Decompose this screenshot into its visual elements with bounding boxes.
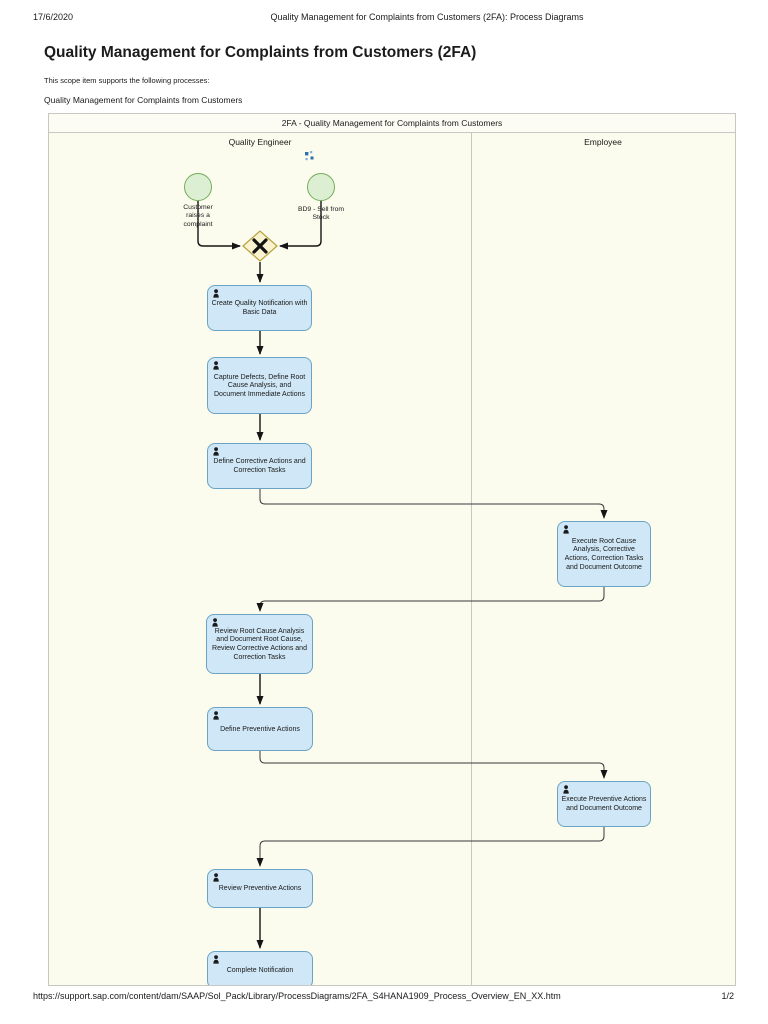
page-title: Quality Management for Complaints from C… xyxy=(44,44,477,61)
process-name-text: Quality Management for Complaints from C… xyxy=(44,95,243,105)
start-event-label: BD9 - Sell from Stock xyxy=(297,206,345,222)
lane-divider xyxy=(471,133,472,985)
task-execute-preventive-actions: Execute Preventive Actions and Document … xyxy=(557,781,651,827)
lane-label-employee: Employee xyxy=(584,137,622,147)
task-create-quality-notification: Create Quality Notification with Basic D… xyxy=(207,285,312,331)
person-icon xyxy=(213,955,219,964)
task-review-root-cause-analysis: Review Root Cause Analysis and Document … xyxy=(206,614,313,674)
task-complete-notification: Complete Notification xyxy=(207,951,313,985)
task-label: Capture Defects, Define Root Cause Analy… xyxy=(213,373,306,398)
task-label: Review Preventive Actions xyxy=(218,885,302,893)
exclusive-gateway xyxy=(242,230,278,262)
task-execute-root-cause-analysis: Execute Root Cause Analysis, Corrective … xyxy=(557,521,651,587)
person-icon xyxy=(563,785,569,794)
print-header-date: 17/6/2020 xyxy=(33,12,74,22)
task-define-preventive-actions: Define Preventive Actions xyxy=(207,707,313,751)
task-label: Define Corrective Actions and Correction… xyxy=(213,458,306,474)
bpmn-diagram: 2FA - Quality Management for Complaints … xyxy=(48,113,736,986)
task-define-corrective-actions: Define Corrective Actions and Correction… xyxy=(207,443,312,489)
gateway-x-icon xyxy=(252,238,268,254)
footer-page-number: 1/2 xyxy=(721,991,734,1001)
page-subtitle: This scope item supports the following p… xyxy=(44,76,210,85)
task-label: Execute Root Cause Analysis, Corrective … xyxy=(564,537,644,571)
start-event-label: Customer raises a complaint xyxy=(183,204,213,228)
linked-process-icon xyxy=(305,151,314,161)
lane-label-quality-engineer: Quality Engineer xyxy=(228,137,292,147)
task-label: Complete Notification xyxy=(226,966,294,974)
footer-url: https://support.sap.com/content/dam/SAAP… xyxy=(33,991,561,1001)
start-event-customer-complaint xyxy=(184,173,212,201)
person-icon xyxy=(212,618,218,627)
task-label: Review Root Cause Analysis and Document … xyxy=(212,627,307,661)
flow-execute-preventive-to-review-preventive xyxy=(256,827,605,867)
person-icon xyxy=(213,361,219,370)
person-icon xyxy=(213,873,219,882)
flow-execute-rc-to-review-rc xyxy=(256,587,605,612)
task-review-preventive-actions: Review Preventive Actions xyxy=(207,869,313,908)
person-icon xyxy=(213,447,219,456)
person-icon xyxy=(213,711,219,720)
flow-define-corrective-to-execute-rc xyxy=(259,489,608,519)
person-icon xyxy=(213,289,219,298)
person-icon xyxy=(563,525,569,534)
pool-title: 2FA - Quality Management for Complaints … xyxy=(49,114,735,133)
flow-define-preventive-to-execute-preventive xyxy=(259,751,608,779)
task-capture-defects: Capture Defects, Define Root Cause Analy… xyxy=(207,357,312,414)
start-event-sell-from-stock xyxy=(307,173,335,201)
task-label: Define Preventive Actions xyxy=(220,725,300,733)
task-label: Execute Preventive Actions and Document … xyxy=(561,796,647,812)
print-header-title: Quality Management for Complaints from C… xyxy=(270,12,584,22)
task-label: Create Quality Notification with Basic D… xyxy=(211,300,308,316)
